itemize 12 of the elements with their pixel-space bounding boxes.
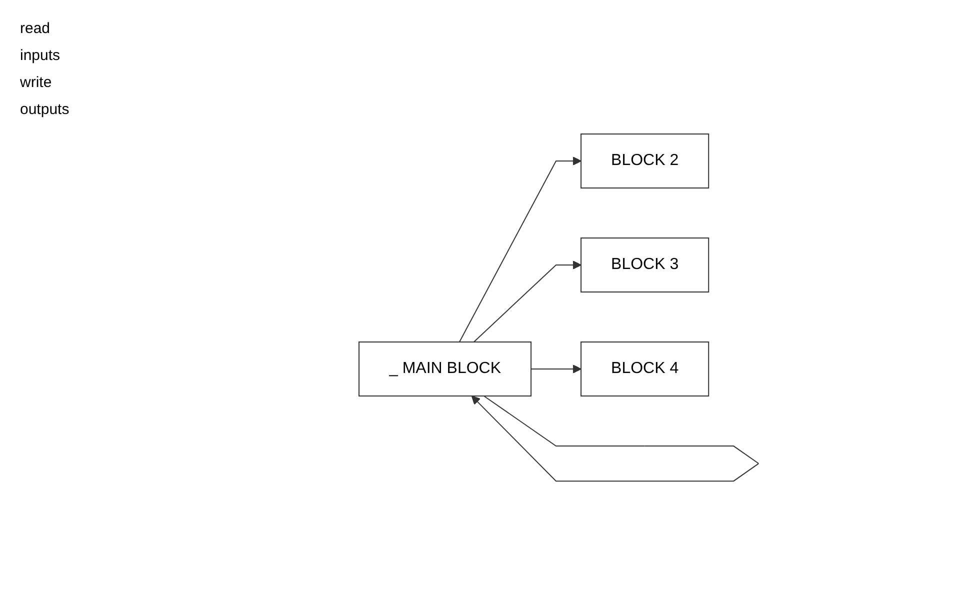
node-box: BLOCK 4 [580, 341, 709, 396]
arrow [530, 364, 582, 374]
arrow [472, 260, 582, 342]
port-label: write [20, 74, 53, 91]
arrow [458, 156, 582, 342]
port-label: read [20, 20, 52, 37]
node-box: _ MAIN BLOCK [358, 341, 532, 396]
node-box: BLOCK 3 [580, 237, 709, 292]
port-label: outputs [20, 101, 70, 118]
port-label: inputs [20, 47, 62, 64]
arrow [470, 395, 759, 482]
node-box: BLOCK 2 [580, 133, 709, 188]
